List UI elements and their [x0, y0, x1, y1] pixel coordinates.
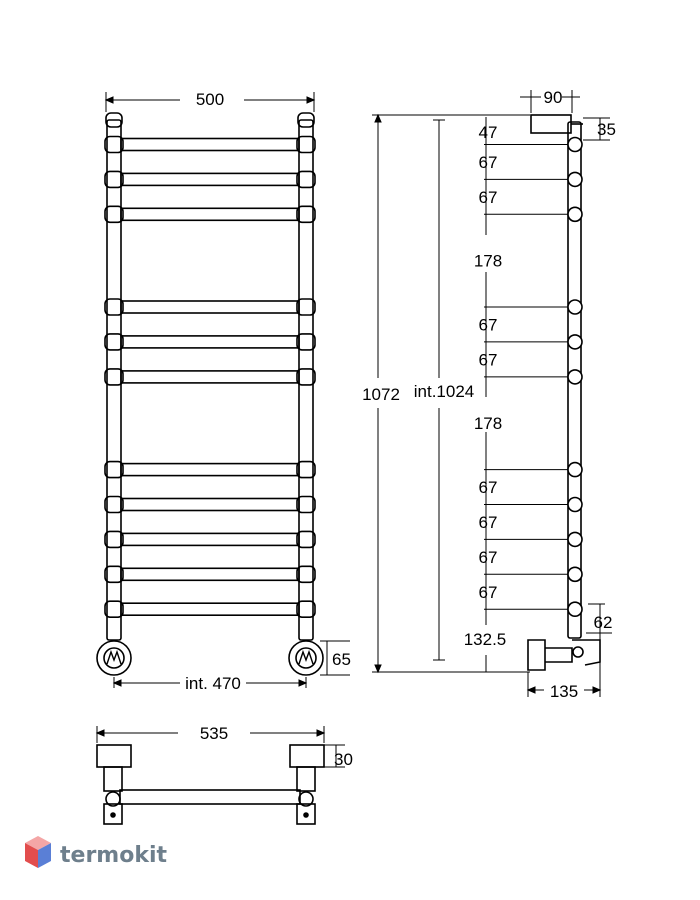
rung-collar — [296, 298, 316, 316]
rung-collar — [104, 460, 124, 479]
rung-collar — [296, 495, 316, 514]
rung-collar — [104, 135, 124, 154]
front-int-width-label: int. 470 — [185, 674, 241, 693]
rung-collar — [104, 495, 124, 514]
front-rung — [120, 137, 300, 152]
rung-collar — [104, 298, 124, 316]
spacing-label: 67 — [479, 548, 498, 567]
cube-icon — [25, 836, 51, 868]
front-rung — [120, 567, 300, 582]
rung-collar — [104, 530, 124, 549]
side-view — [484, 114, 601, 671]
side-total-height-label: 1072 — [362, 385, 400, 404]
front-right-tube — [298, 119, 314, 641]
front-rung — [120, 532, 300, 547]
rung-collar — [296, 205, 316, 224]
front-rung — [120, 172, 300, 187]
front-dimensions — [104, 92, 350, 688]
side-rung-section — [567, 299, 583, 315]
front-rung — [120, 370, 300, 384]
side-rung-section — [567, 206, 583, 223]
side-rung-section — [567, 601, 583, 618]
rung-collar — [296, 530, 316, 549]
side-dimensions — [372, 90, 612, 697]
bottom-right-bracket — [289, 744, 325, 768]
front-left-tube — [106, 119, 122, 641]
rung-collar — [104, 600, 124, 619]
side-rung-section — [567, 334, 583, 350]
side-bottom-spacing-label: 132.5 — [464, 630, 507, 649]
bottom-dimensions — [95, 726, 345, 768]
spacing-label: 178 — [474, 414, 502, 433]
bottom-right-valve — [296, 791, 316, 825]
side-depth-top-label: 90 — [544, 88, 563, 107]
bottom-left-valve — [103, 791, 123, 825]
front-rung — [120, 462, 300, 477]
logo-text: termokit — [60, 843, 167, 868]
spacing-label: 67 — [479, 583, 498, 602]
rung-collar — [104, 565, 124, 584]
side-rung-section — [567, 566, 583, 583]
side-bottom-valve — [527, 639, 601, 671]
rung-collar — [296, 460, 316, 479]
side-top-bracket — [530, 114, 572, 134]
bottom-left-bracket — [96, 744, 132, 768]
front-rung — [120, 335, 300, 349]
front-rungs — [104, 135, 316, 619]
rung-collar — [104, 368, 124, 386]
rung-collar — [296, 333, 316, 351]
front-rung — [120, 497, 300, 512]
side-depth-bottom-label: 135 — [550, 682, 578, 701]
front-left-cap — [105, 112, 123, 128]
front-rung — [120, 602, 300, 617]
side-valve-offset-label: 62 — [594, 613, 613, 632]
bottom-view — [96, 744, 325, 825]
spacing-label: 67 — [479, 153, 498, 172]
spacing-label: 67 — [479, 513, 498, 532]
side-int-height-label: int.1024 — [414, 382, 475, 401]
rung-collar — [104, 170, 124, 189]
front-left-valve — [96, 640, 132, 676]
rung-collar — [296, 368, 316, 386]
spacing-label: 67 — [479, 188, 498, 207]
front-rung — [120, 207, 300, 222]
side-rung-section — [567, 496, 583, 513]
spacing-label: 67 — [479, 478, 498, 497]
bottom-rail — [119, 789, 301, 805]
side-rung-section — [567, 531, 583, 548]
rung-collar — [296, 565, 316, 584]
spacing-label: 67 — [479, 316, 498, 335]
front-width-label: 500 — [196, 90, 224, 109]
rung-collar — [296, 135, 316, 154]
rung-collar — [296, 170, 316, 189]
spacing-label: 178 — [474, 252, 502, 271]
side-rung-section — [567, 369, 583, 385]
front-valve-height-label: 65 — [332, 650, 351, 669]
side-rungs — [484, 136, 583, 618]
side-rung-section — [567, 136, 583, 153]
side-top-offset-label: 35 — [597, 120, 616, 139]
rung-collar — [296, 600, 316, 619]
spacing-label: 67 — [479, 350, 498, 369]
side-rung-section — [567, 461, 583, 478]
bottom-bracket-label: 30 — [334, 750, 353, 769]
front-rung — [120, 300, 300, 314]
rung-collar — [104, 333, 124, 351]
rung-collar — [104, 205, 124, 224]
side-rung-section — [567, 171, 583, 188]
side-spacing-labels: 47 67 67 178 67 67 178 67 67 67 67 — [474, 123, 502, 602]
front-right-valve — [288, 640, 324, 676]
bottom-width-label: 535 — [200, 724, 228, 743]
spacing-label: 47 — [479, 123, 498, 142]
front-right-cap — [297, 112, 315, 128]
front-view — [96, 112, 324, 676]
termokit-logo: termokit — [25, 836, 167, 868]
